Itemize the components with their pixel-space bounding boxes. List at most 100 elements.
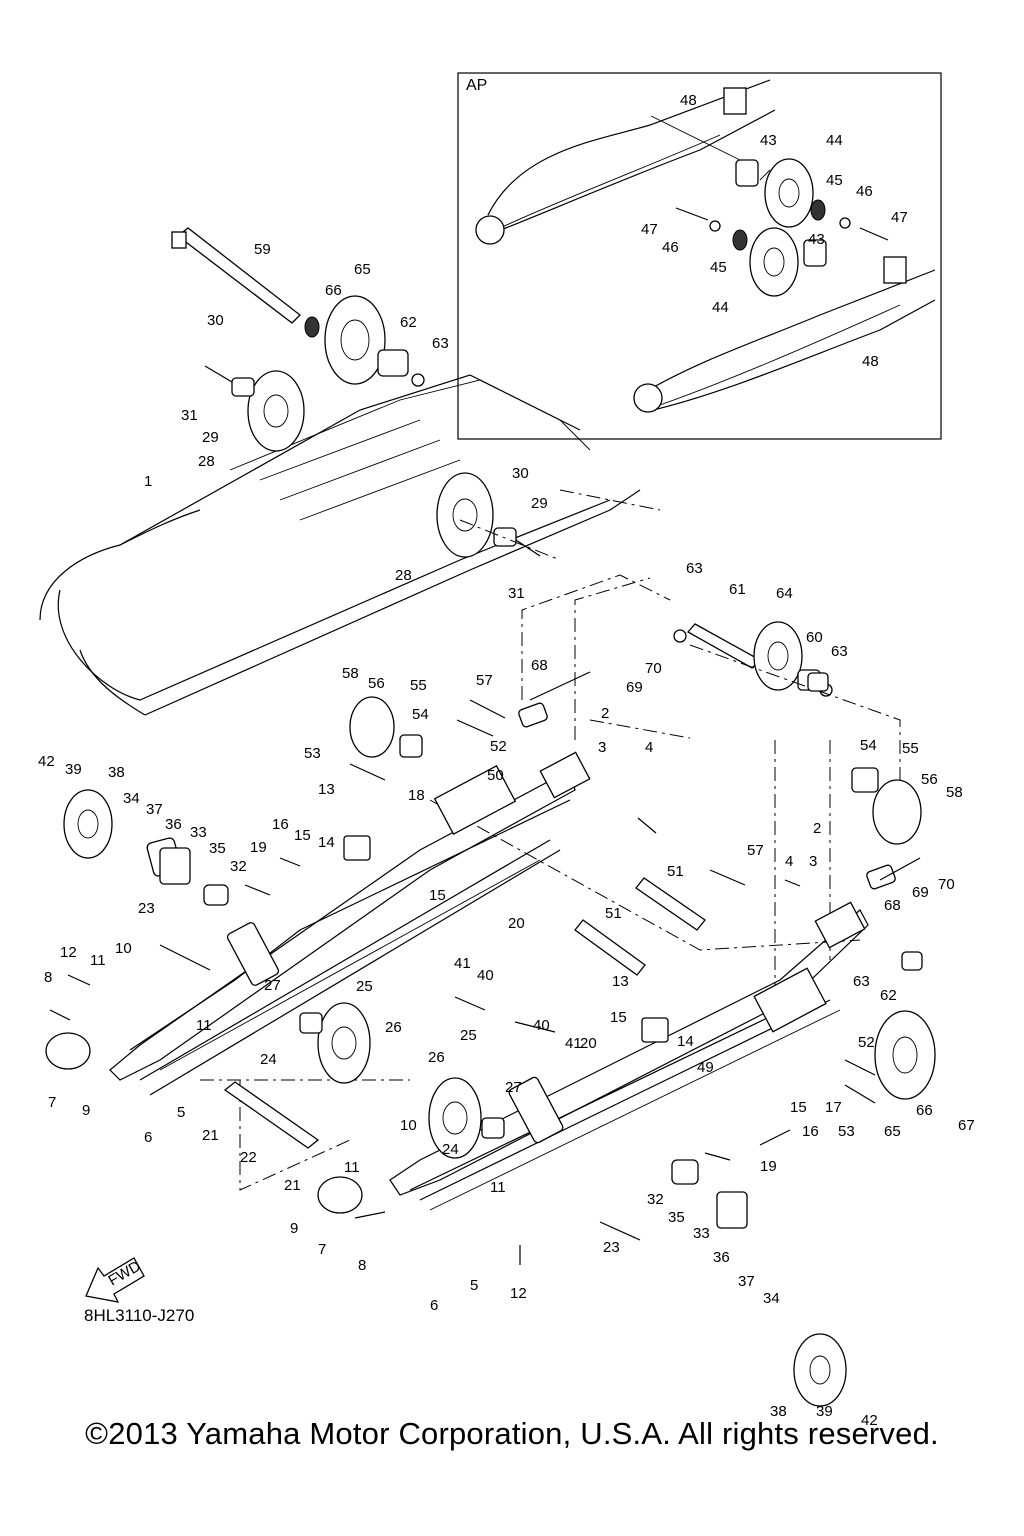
callout-60: 60 <box>806 629 823 646</box>
callout-68b: 68 <box>884 897 901 914</box>
track-belt <box>39 374 641 716</box>
callout-52: 52 <box>490 738 507 755</box>
callout-63c: 63 <box>831 643 848 660</box>
callout-17: 17 <box>825 1099 842 1116</box>
callout-54: 54 <box>412 706 429 723</box>
callout-11b: 11 <box>196 1017 212 1034</box>
inset-rail-upper <box>475 79 776 245</box>
fasteners <box>49 671 921 1265</box>
callout-32b: 32 <box>647 1191 664 1208</box>
callout-34b: 34 <box>763 1290 780 1307</box>
callout-36: 36 <box>165 816 182 833</box>
callout-43: 43 <box>760 132 777 149</box>
right-rail <box>317 901 869 1214</box>
callout-69b: 69 <box>912 884 929 901</box>
callout-34: 34 <box>123 790 140 807</box>
callout-47: 47 <box>891 209 908 226</box>
callout-58: 58 <box>342 665 359 682</box>
callout-65: 65 <box>354 261 371 278</box>
callout-19: 19 <box>250 839 267 856</box>
callout-33b: 33 <box>693 1225 710 1242</box>
upper-axle-group <box>171 227 541 558</box>
callout-11d: 11 <box>490 1179 506 1196</box>
callout-35b: 35 <box>668 1209 685 1226</box>
callout-48: 48 <box>680 92 697 109</box>
callout-28: 28 <box>198 453 215 470</box>
callout-28b: 28 <box>395 567 412 584</box>
callout-11: 11 <box>90 952 106 969</box>
callout-27: 27 <box>264 977 281 994</box>
callout-23: 23 <box>138 900 155 917</box>
callout-49: 49 <box>697 1059 714 1076</box>
callout-38: 38 <box>108 764 125 781</box>
callout-6: 6 <box>144 1129 152 1146</box>
callout-19b: 19 <box>760 1158 777 1175</box>
callout-42b: 42 <box>861 1412 878 1429</box>
callout-45b: 45 <box>710 259 727 276</box>
callout-3b: 3 <box>809 853 817 870</box>
callout-8: 8 <box>44 969 52 986</box>
callout-26b: 26 <box>428 1049 445 1066</box>
callout-22: 22 <box>240 1149 257 1166</box>
callout-3: 3 <box>598 739 606 756</box>
callout-4b: 4 <box>785 853 793 870</box>
callout-56: 56 <box>368 675 385 692</box>
callout-11c: 11 <box>344 1159 360 1176</box>
callout-29: 29 <box>202 429 219 446</box>
callout-57b: 57 <box>747 842 764 859</box>
callout-57: 57 <box>476 672 493 689</box>
callout-12b: 12 <box>510 1285 527 1302</box>
callout-15d: 15 <box>790 1099 807 1116</box>
callout-66b: 66 <box>916 1102 933 1119</box>
callout-16b: 16 <box>802 1123 819 1140</box>
callout-40b: 40 <box>533 1017 550 1034</box>
callout-30: 30 <box>207 312 224 329</box>
callout-51: 51 <box>667 863 684 880</box>
callout-53: 53 <box>304 745 321 762</box>
left-rail <box>45 751 591 1096</box>
callout-20b: 20 <box>580 1035 597 1052</box>
callout-5: 5 <box>177 1104 185 1121</box>
callout-63b: 63 <box>686 560 703 577</box>
callout-46b: 46 <box>662 239 679 256</box>
callout-53b: 53 <box>838 1123 855 1140</box>
inset-label: AP <box>466 77 488 94</box>
callout-42: 42 <box>38 753 55 770</box>
callout-69: 69 <box>626 679 643 696</box>
callout-39: 39 <box>65 761 82 778</box>
callout-25: 25 <box>356 978 373 995</box>
callout-35: 35 <box>209 840 226 857</box>
callout-5b: 5 <box>470 1277 478 1294</box>
callout-32: 32 <box>230 858 247 875</box>
callout-2: 2 <box>601 705 609 722</box>
callout-63d: 63 <box>853 973 870 990</box>
callout-9b: 9 <box>290 1220 298 1237</box>
callout-14b: 14 <box>677 1033 694 1050</box>
callout-41b: 41 <box>565 1035 582 1052</box>
callout-62: 62 <box>400 314 417 331</box>
callout-41: 41 <box>454 955 471 972</box>
callout-31: 31 <box>181 407 198 424</box>
callout-12: 12 <box>60 944 77 961</box>
callout-46: 46 <box>856 183 873 200</box>
callout-7b: 7 <box>318 1241 326 1258</box>
callout-29b: 29 <box>531 495 548 512</box>
inset-frame <box>457 72 942 440</box>
callout-52b: 52 <box>858 1034 875 1051</box>
drawing-code: 8HL3110-J270 <box>84 1306 195 1325</box>
callout-9: 9 <box>82 1102 90 1119</box>
callout-14: 14 <box>318 834 335 851</box>
callout-66: 66 <box>325 282 342 299</box>
callout-62b: 62 <box>880 987 897 1004</box>
callout-44b: 44 <box>712 299 729 316</box>
callout-31b: 31 <box>508 585 525 602</box>
callout-61: 61 <box>729 581 746 598</box>
callout-15b: 15 <box>429 887 446 904</box>
callout-63: 63 <box>432 335 449 352</box>
callout-8b: 8 <box>358 1257 366 1274</box>
callout-21b: 21 <box>284 1177 301 1194</box>
callout-68: 68 <box>531 657 548 674</box>
callout-25b: 25 <box>460 1027 477 1044</box>
callout-23b: 23 <box>603 1239 620 1256</box>
